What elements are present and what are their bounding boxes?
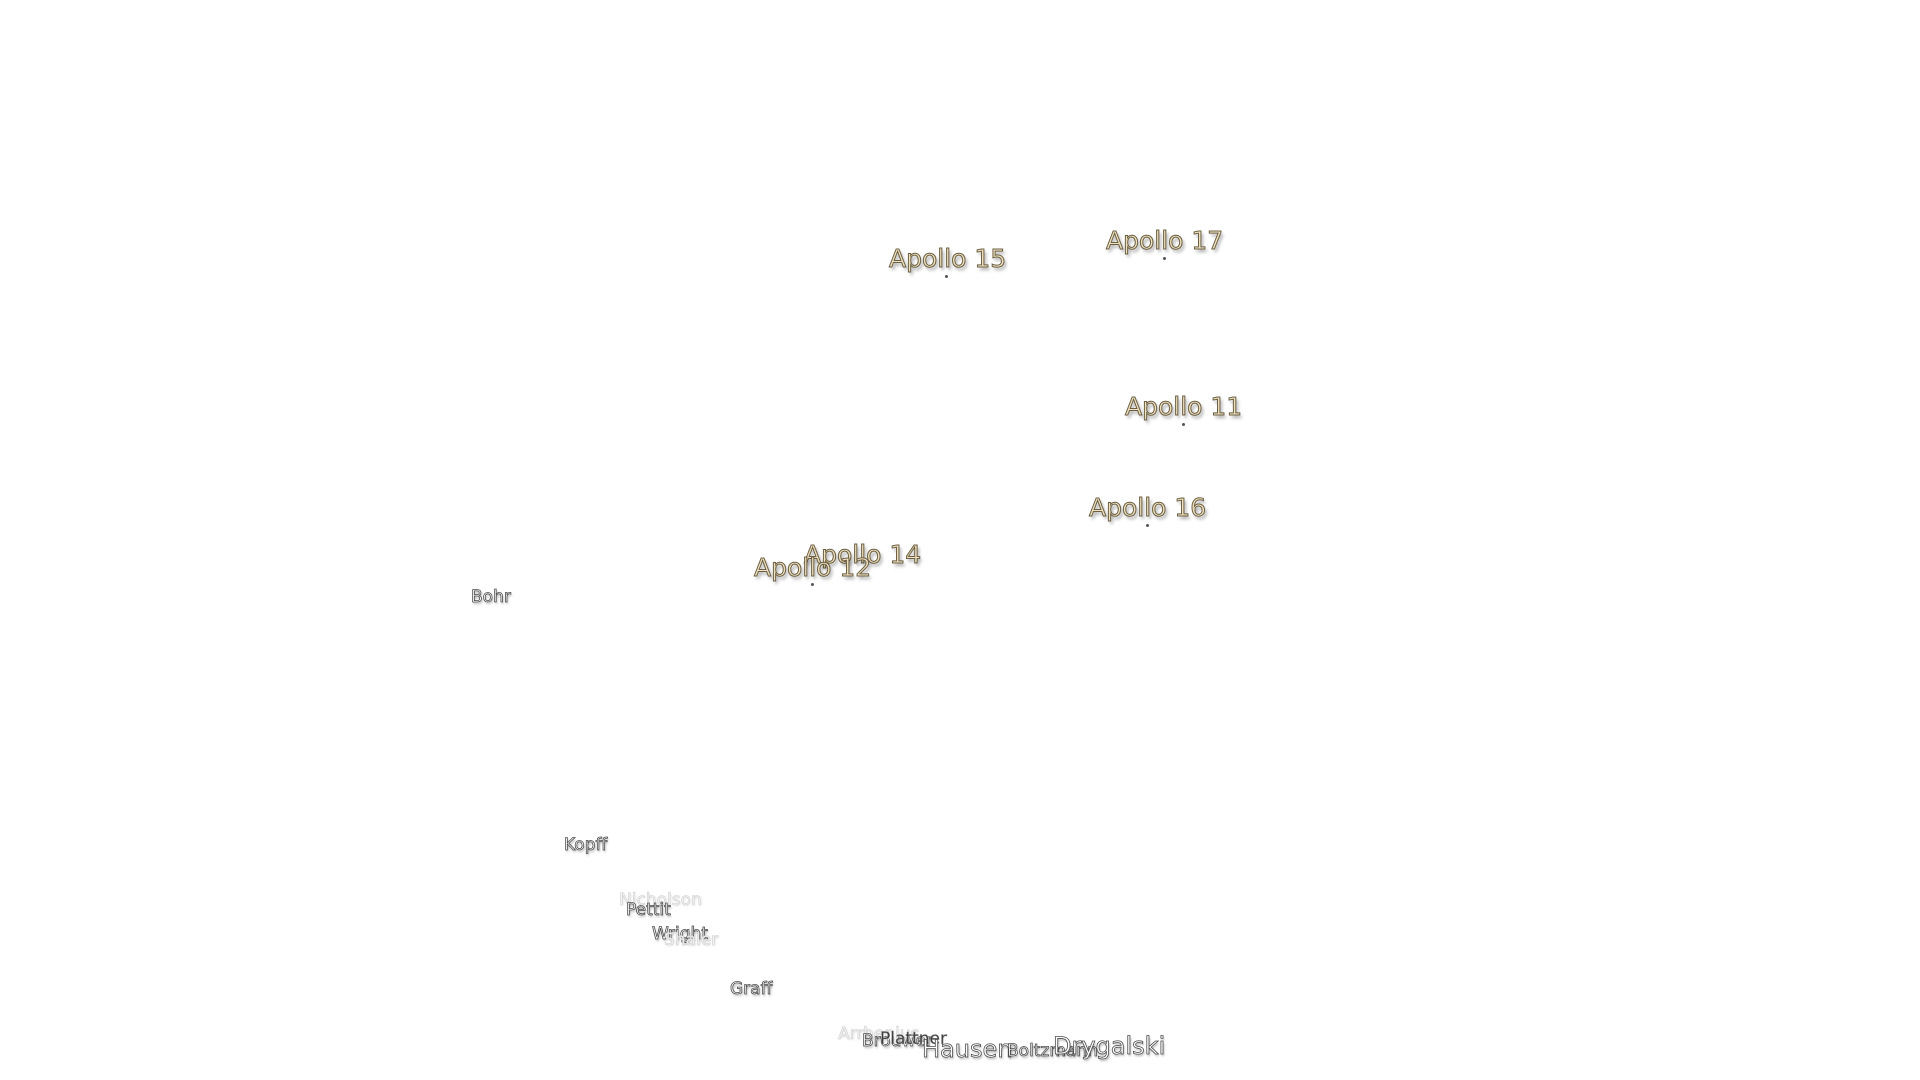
crater-label-arrhenius[interactable]: Arrhenius xyxy=(838,1024,920,1044)
apollo-16-marker[interactable] xyxy=(1146,524,1149,527)
crater-label-wright[interactable]: Wright xyxy=(652,924,709,944)
crater-label-boltzmann[interactable]: Boltzmann xyxy=(1007,1041,1099,1061)
apollo-15-label[interactable]: Apollo 15 xyxy=(888,244,1007,273)
apollo-12-label[interactable]: Apollo 12 xyxy=(753,553,872,582)
apollo-17-marker[interactable] xyxy=(1163,257,1166,260)
apollo-11-label[interactable]: Apollo 11 xyxy=(1124,392,1243,421)
crater-label-graff[interactable]: Graff xyxy=(730,979,773,999)
crater-label-kopff[interactable]: Kopff xyxy=(564,835,608,855)
apollo-11-marker[interactable] xyxy=(1182,423,1185,426)
crater-label-pettit[interactable]: Pettit xyxy=(626,900,672,920)
crater-label-brouwer[interactable]: Brouwer xyxy=(862,1031,934,1051)
apollo-15-marker[interactable] xyxy=(945,275,948,278)
apollo-12-marker[interactable] xyxy=(811,583,814,586)
crater-label-shaler[interactable]: Shaler xyxy=(664,930,719,950)
crater-label-hausen[interactable]: Hausen xyxy=(922,1035,1013,1063)
crater-label-drygalski[interactable]: Drygalski xyxy=(1053,1032,1166,1060)
apollo-17-label[interactable]: Apollo 17 xyxy=(1105,226,1224,255)
apollo-14-label[interactable]: Apollo 14 xyxy=(803,540,922,569)
crater-label-plattner[interactable]: Plattner xyxy=(880,1029,947,1049)
apollo-16-label[interactable]: Apollo 16 xyxy=(1088,493,1207,522)
crater-label-nicholson[interactable]: Nicholson xyxy=(619,890,702,910)
crater-label-bohr[interactable]: Bohr xyxy=(471,587,512,607)
